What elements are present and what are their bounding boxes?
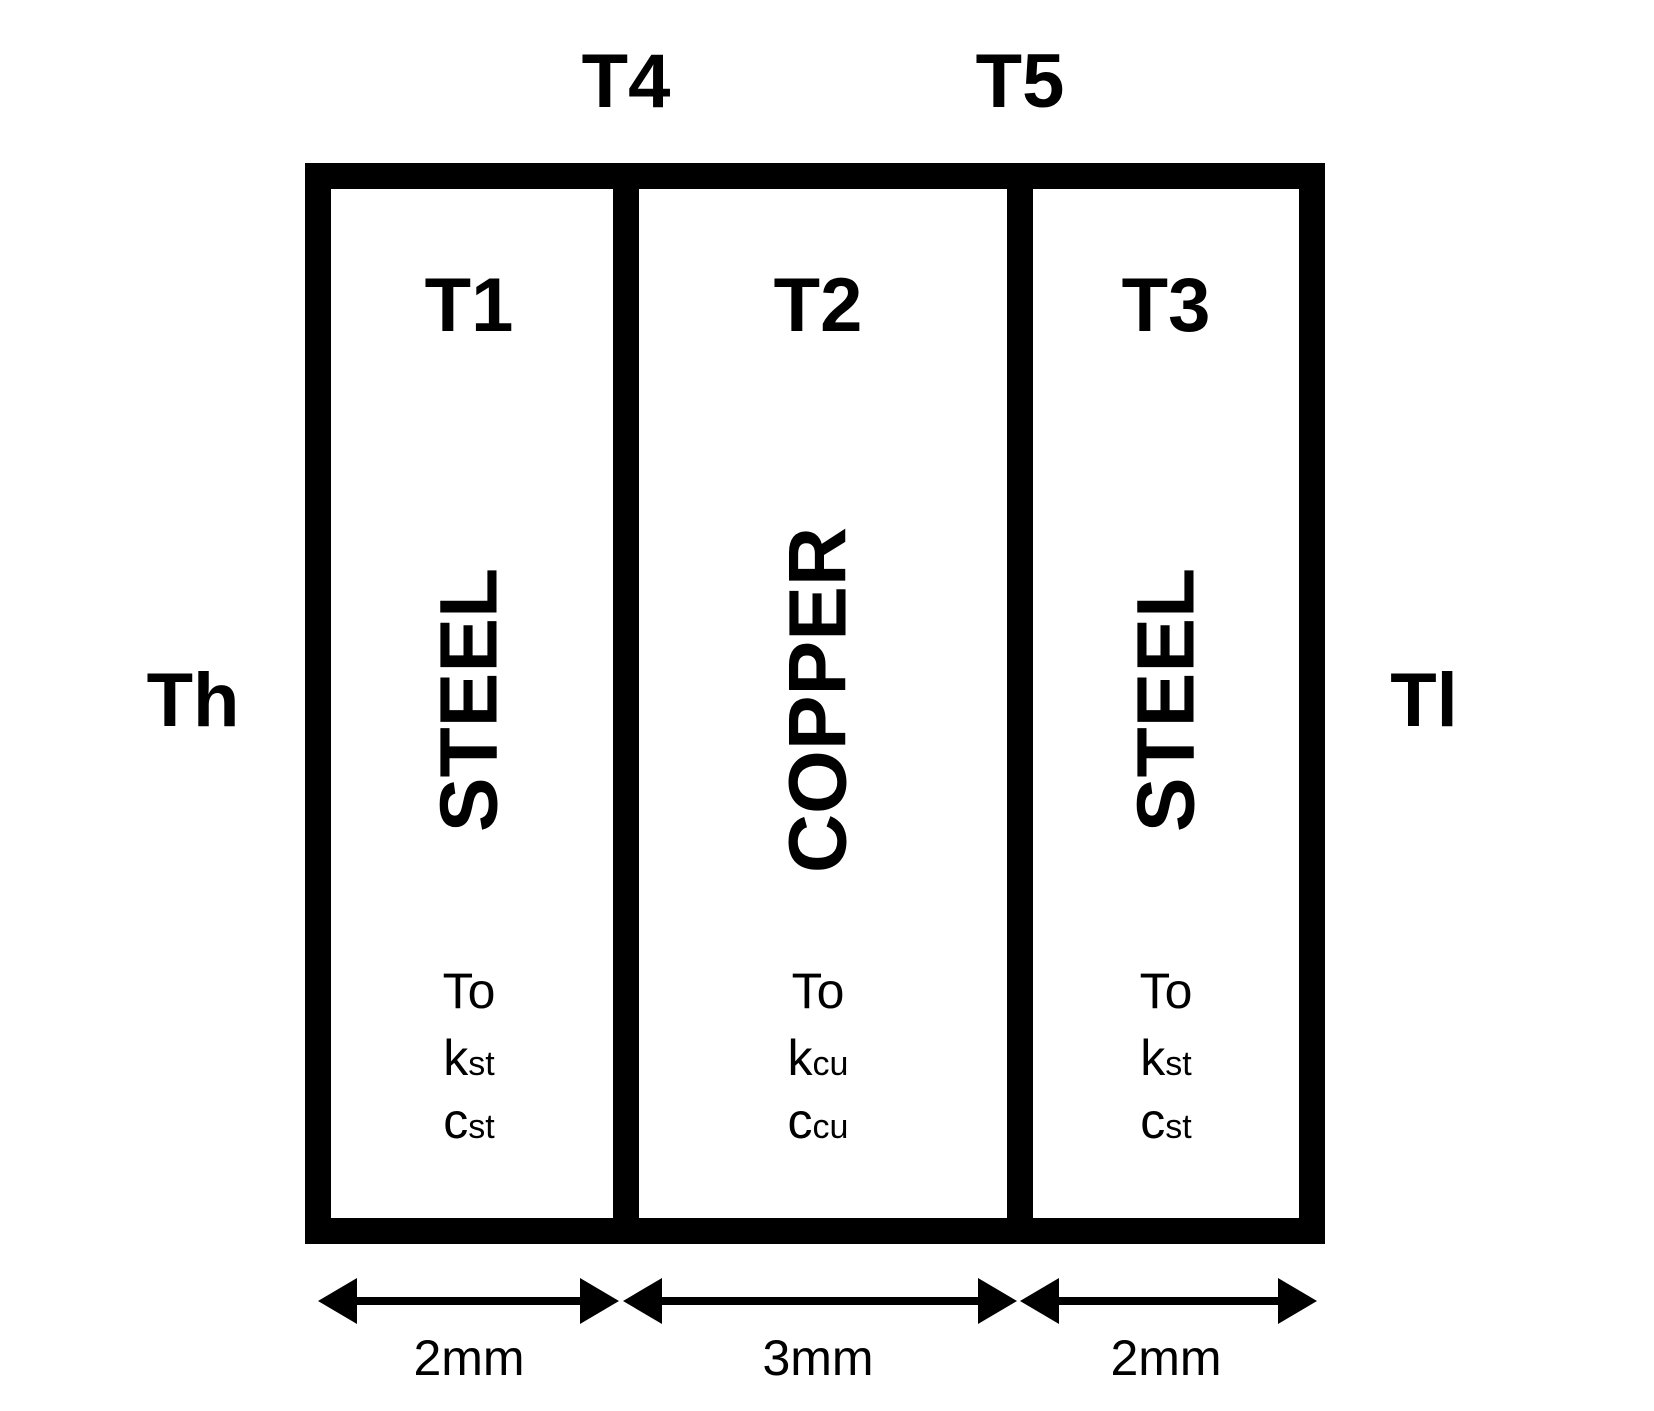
cold-side-label: Tl — [1390, 658, 1458, 743]
thickness-label-steel-right: 2mm — [1110, 1330, 1221, 1386]
node-label-t3: T3 — [1122, 263, 1211, 348]
layer-steel-right: T3 STEEL To kst cst — [1121, 263, 1212, 1149]
prop-specific-heat: cst — [443, 1093, 495, 1149]
layer-steel-left: T1 STEEL To kst cst — [424, 263, 515, 1149]
node-label-t1: T1 — [425, 263, 514, 348]
interface-label-t4: T4 — [582, 39, 671, 124]
material-label-steel-right: STEEL — [1121, 568, 1212, 832]
arrowhead-right-icon — [580, 1278, 619, 1324]
wall-outline — [305, 163, 1325, 1244]
dimension-arrow-steel-left — [318, 1278, 619, 1324]
prop-specific-heat: cst — [1140, 1093, 1192, 1149]
prop-specific-heat: ccu — [788, 1093, 849, 1149]
thickness-label-steel-left: 2mm — [413, 1330, 524, 1386]
material-label-steel-left: STEEL — [424, 568, 515, 832]
prop-initial-temp: To — [443, 963, 496, 1019]
node-label-t2: T2 — [774, 263, 863, 348]
prop-conductivity: kcu — [788, 1030, 849, 1086]
prop-initial-temp: To — [792, 963, 845, 1019]
arrowhead-left-icon — [318, 1278, 357, 1324]
arrowhead-right-icon — [1278, 1278, 1317, 1324]
material-label-copper: COPPER — [773, 527, 864, 873]
interface-label-t5: T5 — [976, 39, 1065, 124]
dimension-arrow-steel-right — [1020, 1278, 1317, 1324]
dimension-arrow-copper — [623, 1278, 1017, 1324]
arrowhead-left-icon — [623, 1278, 662, 1324]
layer-copper: T2 COPPER To kcu ccu — [773, 263, 864, 1149]
arrowhead-left-icon — [1020, 1278, 1059, 1324]
hot-side-label: Th — [147, 658, 240, 743]
prop-conductivity: kst — [443, 1030, 495, 1086]
prop-initial-temp: To — [1140, 963, 1193, 1019]
arrowhead-right-icon — [978, 1278, 1017, 1324]
prop-conductivity: kst — [1140, 1030, 1192, 1086]
thickness-label-copper: 3mm — [762, 1330, 873, 1386]
